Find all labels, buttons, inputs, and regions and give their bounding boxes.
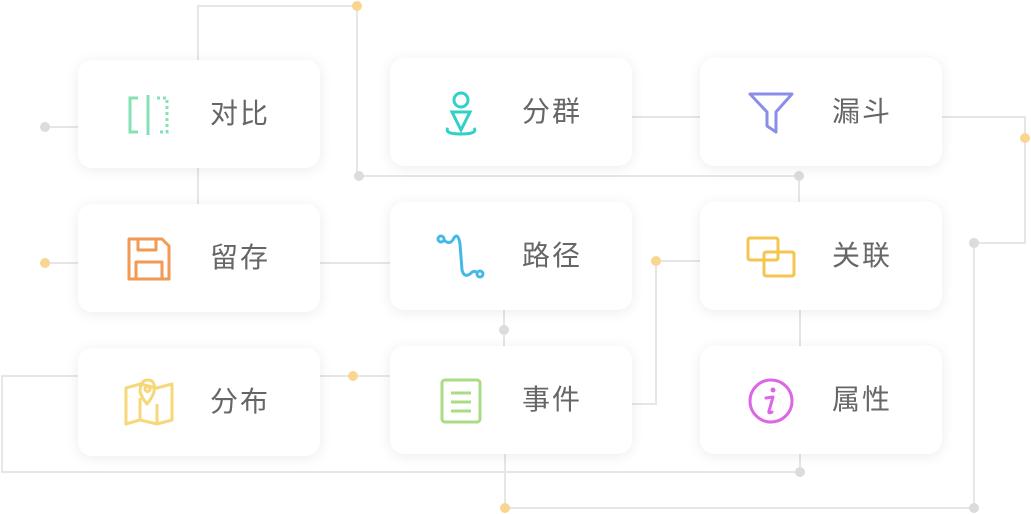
save-icon <box>124 234 174 284</box>
connector-dot <box>651 256 661 266</box>
card-label: 事件 <box>522 383 583 416</box>
card-label: 分布 <box>210 385 271 418</box>
overlap-icon <box>746 232 796 282</box>
connector-dot <box>348 371 358 381</box>
connector-dot <box>499 325 509 335</box>
connector-dot <box>500 503 510 513</box>
connector-dot <box>352 1 362 11</box>
card-label: 漏斗 <box>832 95 893 128</box>
card-label: 路径 <box>522 239 583 272</box>
path-icon <box>436 232 486 282</box>
connector-dot <box>794 171 804 181</box>
card-path[interactable]: 路径 <box>390 202 632 310</box>
card-relation[interactable]: 关联 <box>700 202 942 310</box>
card-label: 对比 <box>210 97 271 130</box>
card-label: 留存 <box>210 241 271 274</box>
connector-dot <box>1020 133 1030 143</box>
connector-dot <box>40 258 50 268</box>
card-label: 关联 <box>832 239 893 272</box>
map-icon <box>124 378 174 428</box>
card-distribution[interactable]: 分布 <box>78 348 320 456</box>
connector-dot <box>795 467 805 477</box>
funnel-icon <box>746 88 796 138</box>
card-funnel[interactable]: 漏斗 <box>700 58 942 166</box>
connector-dot <box>969 503 979 513</box>
compare-icon <box>124 90 174 140</box>
card-event[interactable]: 事件 <box>390 346 632 454</box>
card-attribute[interactable]: 属性 <box>700 346 942 454</box>
card-retention[interactable]: 留存 <box>78 204 320 312</box>
card-label: 分群 <box>522 95 583 128</box>
card-compare[interactable]: 对比 <box>78 60 320 168</box>
card-group[interactable]: 分群 <box>390 58 632 166</box>
connector-dot <box>969 238 979 248</box>
connector-dot <box>354 171 364 181</box>
card-label: 属性 <box>832 383 893 416</box>
location-pin-icon <box>436 88 486 138</box>
info-icon <box>746 376 796 426</box>
clipboard-icon <box>436 376 486 426</box>
connector-dot <box>40 122 50 132</box>
